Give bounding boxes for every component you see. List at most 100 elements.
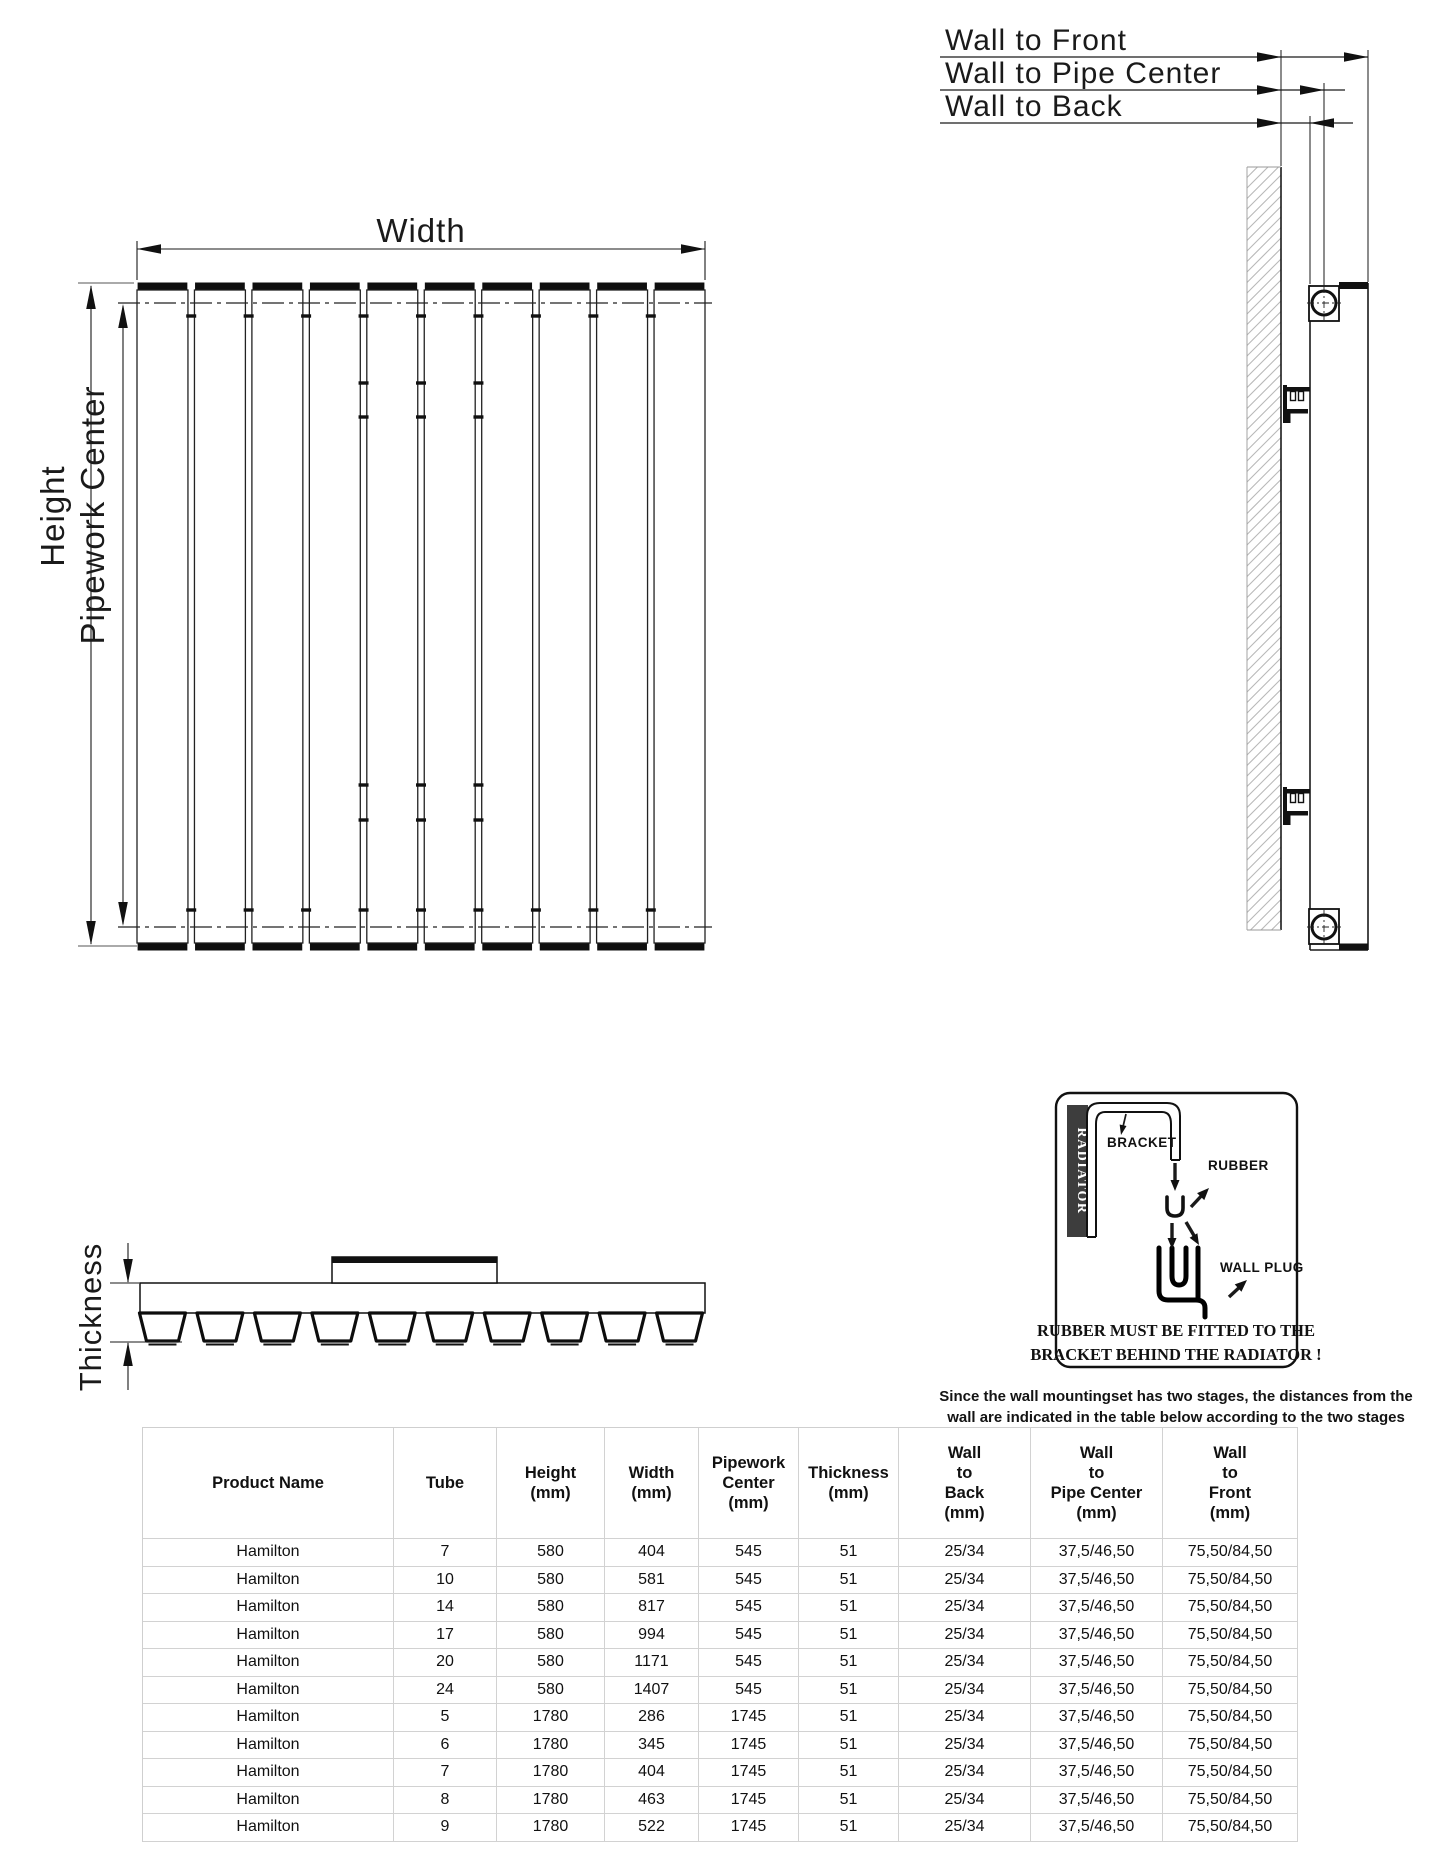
panel-top-cap (309, 282, 360, 290)
panel-bottom-cap (424, 943, 475, 951)
radiator-panel (423, 289, 476, 944)
hatch-line (1247, 394, 1281, 431)
table-cell: 75,50/84,50 (1163, 1676, 1298, 1704)
table-cell: 7 (394, 1759, 497, 1787)
wall-plug-glyph (1156, 1245, 1208, 1320)
table-cell: 51 (799, 1566, 899, 1594)
dimension-arrow (1257, 118, 1281, 128)
table-cell: 51 (799, 1704, 899, 1732)
drawing-line (1287, 789, 1310, 794)
panel-top-cap (137, 282, 188, 290)
product-name-cell: Hamilton (143, 1676, 394, 1704)
table-cell: 545 (699, 1539, 799, 1567)
table-cell: 75,50/84,50 (1163, 1759, 1298, 1787)
hatch-line (1247, 835, 1281, 872)
hatch-line (1247, 856, 1281, 893)
panel-gap-tick (186, 314, 197, 318)
dimension-arrow (137, 244, 161, 254)
panel-bottom-cap (539, 943, 590, 951)
hatch-line (1247, 289, 1281, 326)
panel-gap-tick (416, 783, 426, 787)
table-cell: 404 (605, 1539, 699, 1567)
width-dimension-label: Width (376, 212, 465, 249)
down-arrow (1167, 1238, 1177, 1249)
table-cell: 37,5/46,50 (1031, 1759, 1163, 1787)
panel-bottom-cap (252, 943, 303, 951)
hatch-line (1247, 541, 1281, 578)
bracket-outline-outer (1086, 1102, 1181, 1237)
hatch-line (1247, 321, 1281, 357)
panel-top-cap (195, 282, 245, 290)
table-cell: 37,5/46,50 (1031, 1814, 1163, 1842)
table-cell: 37,5/46,50 (1031, 1566, 1163, 1594)
panel-gap-tick (473, 818, 484, 822)
hatch-line (1247, 615, 1281, 651)
table-cell: 51 (799, 1731, 899, 1759)
panel-top-cap (597, 282, 647, 290)
panel-top-cap (539, 282, 590, 290)
tube-profile (367, 1311, 417, 1343)
hatch-line (1247, 342, 1281, 378)
hatch-line (1247, 657, 1281, 693)
mounting-rail-top (332, 1257, 497, 1263)
hatch-line (1247, 520, 1281, 557)
rubber-piece (1165, 1195, 1185, 1218)
table-cell: 25/34 (899, 1814, 1031, 1842)
thickness-dimension-label: Thickness (73, 1243, 108, 1392)
wall-to-front-label: Wall to Front (945, 24, 1127, 57)
radiator-tag-bar (1067, 1105, 1088, 1237)
dimension-arrow (1344, 52, 1368, 62)
product-name-cell: Hamilton (143, 1731, 394, 1759)
table-cell: 25/34 (899, 1731, 1031, 1759)
hatch-line (1247, 636, 1281, 672)
hatch-line (1247, 478, 1281, 515)
table-cell: 580 (497, 1649, 605, 1677)
table-cell: 1780 (497, 1731, 605, 1759)
table-cell: 1745 (699, 1786, 799, 1814)
table-cell: 580 (497, 1676, 605, 1704)
panel-gap-tick (416, 314, 426, 318)
product-name-cell: Hamilton (143, 1814, 394, 1842)
hatch-line (1247, 867, 1281, 903)
table-cell: 1780 (497, 1759, 605, 1787)
dimension-arrow (86, 921, 96, 945)
table-cell: 7 (394, 1539, 497, 1567)
panel-gap-tick (358, 415, 369, 419)
panel-gap-tick (358, 381, 369, 385)
mounting-diagram-frame (1054, 1091, 1299, 1369)
table-cell: 75,50/84,50 (1163, 1594, 1298, 1622)
drawing-line (1287, 811, 1308, 816)
radiator-back-bar (139, 1282, 706, 1314)
warning-text-line2: BRACKET BEHIND THE RADIATOR ! (1030, 1345, 1321, 1364)
table-cell: 1745 (699, 1704, 799, 1732)
hatch-line (1247, 814, 1281, 851)
hatch-line (1247, 772, 1281, 809)
table-cell: 75,50/84,50 (1163, 1621, 1298, 1649)
hatch-line (1247, 783, 1281, 819)
panel-gap-tick (473, 415, 484, 419)
bracket-outline-inner (1095, 1111, 1172, 1237)
panel-gap-tick (588, 908, 599, 912)
table-cell: 51 (799, 1594, 899, 1622)
table-cell: 25/34 (899, 1759, 1031, 1787)
table-cell: 8 (394, 1786, 497, 1814)
drawing-line (1289, 792, 1297, 804)
table-cell: 580 (497, 1594, 605, 1622)
drawing-line (1287, 815, 1291, 825)
drawing-line (1287, 409, 1308, 414)
panel-bottom-cap (597, 943, 647, 951)
tube-profile (252, 1311, 302, 1343)
table-cell: 580 (497, 1566, 605, 1594)
table-cell: 580 (497, 1539, 605, 1567)
table-cell: 37,5/46,50 (1031, 1704, 1163, 1732)
table-cell: 1407 (605, 1676, 699, 1704)
hatch-line (1247, 258, 1281, 294)
panel-gap-tick (358, 314, 369, 318)
table-cell: 1745 (699, 1814, 799, 1842)
tube-profile (654, 1311, 705, 1343)
panel-gap-tick (416, 818, 426, 822)
table-cell: 581 (605, 1566, 699, 1594)
table-cell: 25/34 (899, 1566, 1031, 1594)
